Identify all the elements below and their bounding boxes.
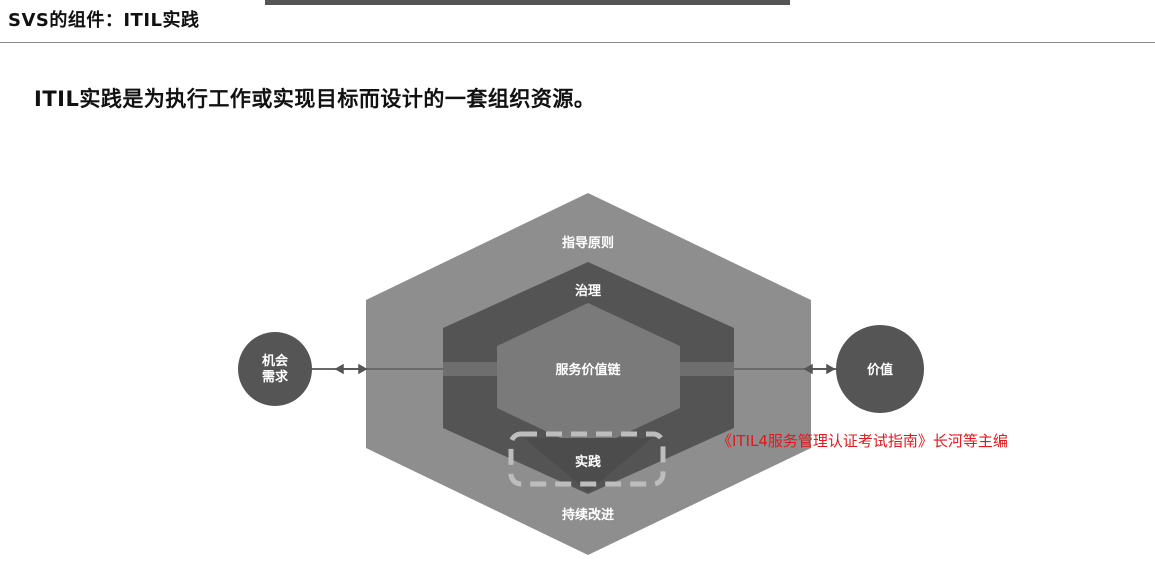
guiding-principles-label: 指导原则 — [562, 235, 614, 251]
slide-title: SVS的组件：ITIL实践 — [8, 10, 200, 31]
practice-shape — [524, 438, 652, 492]
header-divider — [0, 42, 1155, 43]
service-value-chain-label: 服务价值链 — [555, 362, 621, 378]
opportunity-label: 机会 — [262, 353, 289, 369]
left-double-arrow — [334, 363, 368, 375]
top-decorative-bar — [265, 0, 790, 5]
right-double-arrow — [803, 363, 836, 375]
demand-label: 需求 — [262, 369, 289, 385]
opportunity-demand-circle — [238, 332, 312, 406]
value-label: 价值 — [867, 362, 893, 378]
practice-dashed-frame — [508, 431, 666, 487]
citation-note: 《ITIL4服务管理认证考试指南》长河等主编 — [717, 432, 1008, 450]
governance-label: 治理 — [575, 283, 601, 299]
slide-subtitle: ITIL实践是为执行工作或实现目标而设计的一套组织资源。 — [34, 87, 596, 111]
practice-label: 实践 — [575, 454, 601, 470]
value-circle — [836, 325, 924, 413]
continual-improvement-label: 持续改进 — [562, 507, 614, 523]
service-value-chain-hexagon — [497, 303, 680, 451]
